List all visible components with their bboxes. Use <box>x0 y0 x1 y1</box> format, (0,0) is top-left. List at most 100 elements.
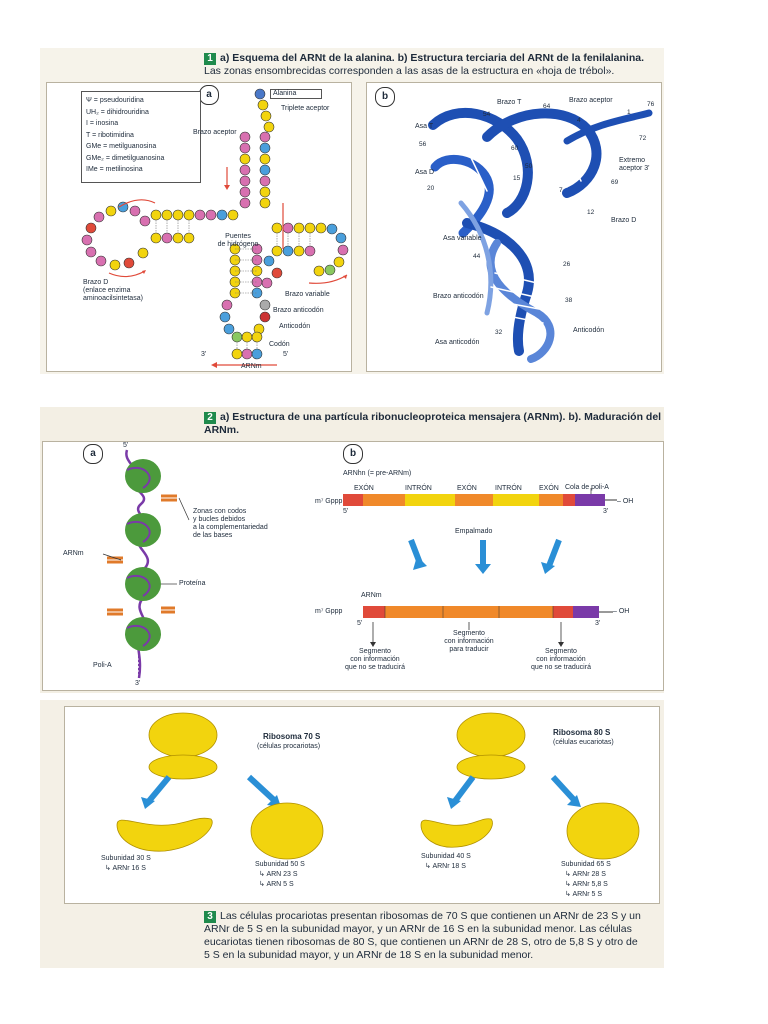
residue-number: 56 <box>419 141 427 148</box>
label-arnr-28s: ↳ ARNr 28 S <box>565 871 606 878</box>
figure-number: 3 <box>204 911 216 923</box>
figure-1-title-line1: a) Esquema del ARNt de la alanina. b) Es… <box>220 52 645 64</box>
label-segment-middle: Segmento con información para traducir <box>444 630 494 653</box>
ribosome-diagram <box>116 712 640 860</box>
residue-number: 38 <box>565 297 573 304</box>
label-asa-t: Asa T <box>415 123 434 130</box>
label-celulas-eucariotas: (células eucariotas) <box>553 739 614 746</box>
label-subunidad-65s: Subunidad 65 S <box>561 861 611 868</box>
residue-number: 54 <box>483 111 491 118</box>
label-three-prime: 3' <box>135 680 141 687</box>
label-three-prime: 3' <box>603 508 609 515</box>
subfigure-label-b: b <box>343 444 363 464</box>
label-brazo-d: Brazo D (enlace enzima aminoacilsintetas… <box>83 279 143 302</box>
legend-item: GMe = metilguanosina <box>86 143 157 150</box>
label-subunidad-40s: Subunidad 40 S <box>421 853 471 860</box>
label-five-prime: 5' <box>283 351 289 358</box>
subfigure-label-a: a <box>199 85 219 105</box>
label-alanina: Alanina <box>270 89 322 99</box>
label-anticodon: Anticodón <box>573 327 605 334</box>
figure-2-title-line2: ARNm. <box>204 424 240 436</box>
label-zonas-codos: Zonas con codos y bucles debidos a la co… <box>193 508 268 539</box>
label-brazo-aceptor: Brazo aceptor <box>193 129 237 136</box>
legend-item: IMe = metilinosina <box>86 166 143 173</box>
label-arn-5s: ↳ ARN 5 S <box>259 881 294 888</box>
trna-tertiary-box: b Brazo T Brazo aceptor Asa T Asa D Extr… <box>366 82 662 372</box>
label-three-prime: 3' <box>201 351 207 358</box>
rna-value: ARN 5 S <box>266 881 294 888</box>
residue-number: 69 <box>611 179 619 186</box>
trna-scheme-box: a Ψ = pseudouridina UH₂ = dihidrouridina… <box>46 82 352 372</box>
label-brazo-aceptor: Brazo aceptor <box>569 97 613 104</box>
label-arn-23s: ↳ ARN 23 S <box>259 871 298 878</box>
residue-number: 72 <box>639 135 647 142</box>
figure-number: 1 <box>204 53 216 65</box>
caption-line: ARNr de 5 S en la subunidad mayor, y un … <box>204 923 632 935</box>
mrna-box: a b 5' Zonas con codos y bucles debidos … <box>42 441 664 691</box>
label-five-prime: 5' <box>357 620 363 627</box>
label-three-prime: 3' <box>595 620 601 627</box>
residue-number: 1 <box>627 109 631 116</box>
trna-tertiary-structure <box>428 107 653 363</box>
figure-1-title-line2: Las zonas ensombrecidas corresponden a l… <box>204 65 615 77</box>
rna-value: ARNr 5,8 S <box>572 881 608 888</box>
rna-value: ARNr 5 S <box>572 891 602 898</box>
label-arnm: ARNm <box>361 592 382 599</box>
segment-intron: INTRÓN <box>495 485 522 492</box>
label-brazo-anticodon: Brazo anticodón <box>433 293 484 300</box>
figure-2-title-line1: a) Estructura de una partícula ribonucle… <box>220 411 662 423</box>
segment-exon: EXÓN <box>354 485 374 492</box>
segment-exon: EXÓN <box>539 485 559 492</box>
label-segment-right: Segmento con información que no se tradu… <box>531 648 591 671</box>
caption-line: Las células procariotas presentan riboso… <box>220 910 641 922</box>
residue-number: 76 <box>647 101 655 108</box>
figure-1-caption: 1 a) Esquema del ARNt de la alanina. b) E… <box>204 52 660 78</box>
residue-number: 50 <box>525 163 533 170</box>
label-puentes-hidrogeno: Puentes de hidrógeno <box>217 233 259 248</box>
rna-value: ARNr 28 S <box>572 871 606 878</box>
label-arnr-5s: ↳ ARNr 5 S <box>565 891 602 898</box>
label-five-prime: 5' <box>123 442 129 449</box>
residue-number: 4 <box>577 117 581 124</box>
residue-number: 26 <box>563 261 571 268</box>
label-brazo-anticodon: Brazo anticodón <box>273 307 324 314</box>
residue-number: 12 <box>587 209 595 216</box>
legend-item: Ψ = pseudouridina <box>86 97 144 104</box>
figure-1-panel: 1 a) Esquema del ARNt de la alanina. b) E… <box>40 48 664 374</box>
label-ribosoma-70s: Ribosoma 70 S <box>263 732 321 741</box>
label-asa-anticodon: Asa anticodón <box>435 339 480 346</box>
label-arnm: ARNm <box>241 363 262 370</box>
label-cola-poli-a: Cola de poli-A <box>565 484 609 491</box>
caption-line: eucariotas tienen ribosomas de 80 S, que… <box>204 936 638 948</box>
label-subunidad-50s: Subunidad 50 S <box>255 861 305 868</box>
anticodon-arm <box>211 243 283 368</box>
trna-cloverleaf-diagram <box>81 88 349 368</box>
mrna-maturation-diagram <box>343 488 617 647</box>
label-empalmado: Empalmado <box>455 528 493 535</box>
label-pre-arnm: ARNhn (= pre-ARNm) <box>343 470 412 477</box>
rna-value: ARNr 16 S <box>112 865 146 872</box>
segment-intron: INTRÓN <box>405 485 432 492</box>
ribosome-box: Ribosoma 70 S (células procariotas) Ribo… <box>64 706 660 904</box>
subfigure-label-b: b <box>375 87 395 107</box>
caption-line: 5 S en la subunidad mayor, y un ARNr de … <box>204 949 534 961</box>
rna-value: ARNr 18 S <box>432 863 466 870</box>
label-oh: – OH <box>617 498 634 505</box>
label-cap-gppp: m⁷ Gppp <box>315 498 343 505</box>
label-arnr-18s: ↳ ARNr 18 S <box>425 863 466 870</box>
figure-3-panel: Ribosoma 70 S (células procariotas) Ribo… <box>40 700 664 968</box>
figure-3-caption: 3 Las células procariotas presentan ribos… <box>204 910 660 962</box>
label-arnm: ARNm <box>63 550 84 557</box>
legend-item: I = inosina <box>86 120 119 127</box>
label-extremo-aceptor: Extremo aceptor 3' <box>619 157 650 172</box>
residue-number: 32 <box>495 329 503 336</box>
label-five-prime: 5' <box>343 508 349 515</box>
residue-number: 7 <box>559 187 563 194</box>
rna-value: ARN 23 S <box>266 871 298 878</box>
subfigure-label-a: a <box>83 444 103 464</box>
label-brazo-variable: Brazo variable <box>285 291 330 298</box>
label-segment-left: Segmento con información que no se tradu… <box>345 648 405 671</box>
label-anticodon: Anticodón <box>279 323 311 330</box>
